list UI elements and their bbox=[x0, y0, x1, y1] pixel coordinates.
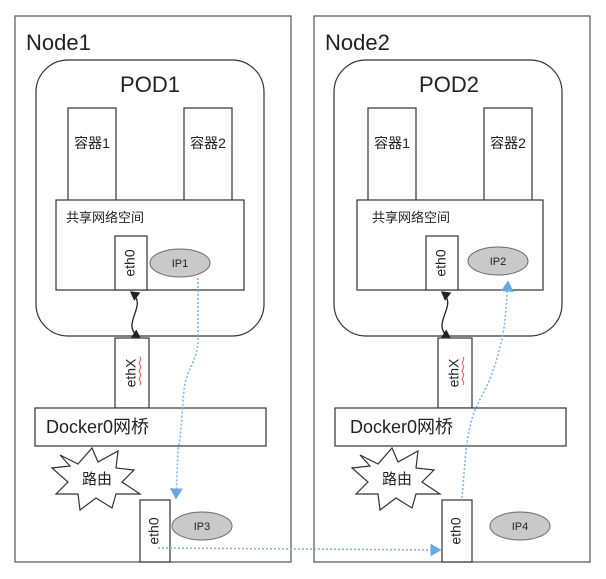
node-2-veth-spellcheck bbox=[461, 356, 465, 386]
pod-2-container-2 bbox=[483, 107, 533, 203]
pod-1-container-1-label: 容器1 bbox=[74, 135, 110, 151]
pod-1-ip-label: IP1 bbox=[172, 258, 189, 270]
pod-1-shared-network bbox=[55, 199, 245, 291]
node-1-router-label: 路由 bbox=[82, 471, 112, 488]
pod-2-label: POD2 bbox=[419, 72, 479, 97]
pod-1-container-2 bbox=[183, 107, 233, 203]
node-2-router-burst bbox=[350, 446, 442, 512]
node-2-bridge-label: Docker0网桥 bbox=[350, 417, 453, 437]
node-1-eth0 bbox=[139, 499, 171, 563]
pod-2-eth0 bbox=[425, 235, 459, 291]
pod-1-shared-network-label: 共享网络空间 bbox=[66, 210, 144, 225]
node-2-eth0-label: eth0 bbox=[448, 517, 464, 544]
pod-2-eth0-label: eth0 bbox=[433, 249, 449, 276]
node-2-router-label: 路由 bbox=[382, 471, 412, 488]
pod-2-container-1-label: 容器1 bbox=[374, 135, 410, 151]
pod-1-label: POD1 bbox=[120, 72, 180, 97]
flow-node2-eth0-to-ip2-arrow bbox=[461, 280, 514, 499]
node-1-bridge-label: Docker0网桥 bbox=[46, 417, 149, 437]
node-2-ip-label: IP4 bbox=[512, 521, 529, 533]
node-2-label: Node2 bbox=[325, 30, 390, 55]
pod-1-container-1 bbox=[67, 107, 117, 203]
flow-node1-to-node2-arrow bbox=[157, 543, 442, 557]
pod-2-container-2-label: 容器2 bbox=[490, 135, 526, 151]
pod-2-ip-badge bbox=[467, 246, 529, 276]
node-2-eth0 bbox=[441, 499, 473, 563]
node-1-router-burst bbox=[50, 446, 142, 512]
node-2-veth-label: ethX bbox=[446, 358, 462, 387]
node-1-ip-label: IP3 bbox=[194, 521, 211, 533]
node-1: Node1 POD1 容器1 容器2 共享网络空间 eth0 IP1 ethX … bbox=[14, 15, 292, 563]
node-1-veth-label: ethX bbox=[123, 358, 139, 387]
node-1-bridge bbox=[34, 407, 267, 447]
node-1-veth-spellcheck bbox=[138, 356, 142, 386]
flow-ip1-to-node1-eth0-arrow bbox=[170, 278, 199, 500]
node-1-label: Node1 bbox=[26, 30, 91, 55]
node-2-ip-badge bbox=[489, 511, 551, 541]
pod-2-ip-label: IP2 bbox=[490, 256, 507, 268]
node-2-bridge bbox=[334, 407, 567, 447]
pod-1-container-2-label: 容器2 bbox=[190, 135, 226, 151]
node-2-veth bbox=[437, 337, 473, 409]
pod-1-eth0 bbox=[114, 235, 148, 291]
packet-flow bbox=[157, 278, 514, 557]
pod-1-veth-link-arrow bbox=[129, 291, 142, 339]
pod-1-ip-badge bbox=[149, 248, 211, 278]
node-1-ip-badge bbox=[171, 511, 233, 541]
pod-2-container-1 bbox=[367, 107, 417, 203]
node-2: Node2 POD2 容器1 容器2 共享网络空间 eth0 IP2 ethX … bbox=[313, 15, 591, 563]
pod-2-veth-link-arrow bbox=[440, 291, 452, 339]
node-1-eth0-label: eth0 bbox=[146, 517, 162, 544]
pod-2-shared-network-label: 共享网络空间 bbox=[372, 210, 450, 225]
pod-1-eth0-label: eth0 bbox=[122, 249, 138, 276]
